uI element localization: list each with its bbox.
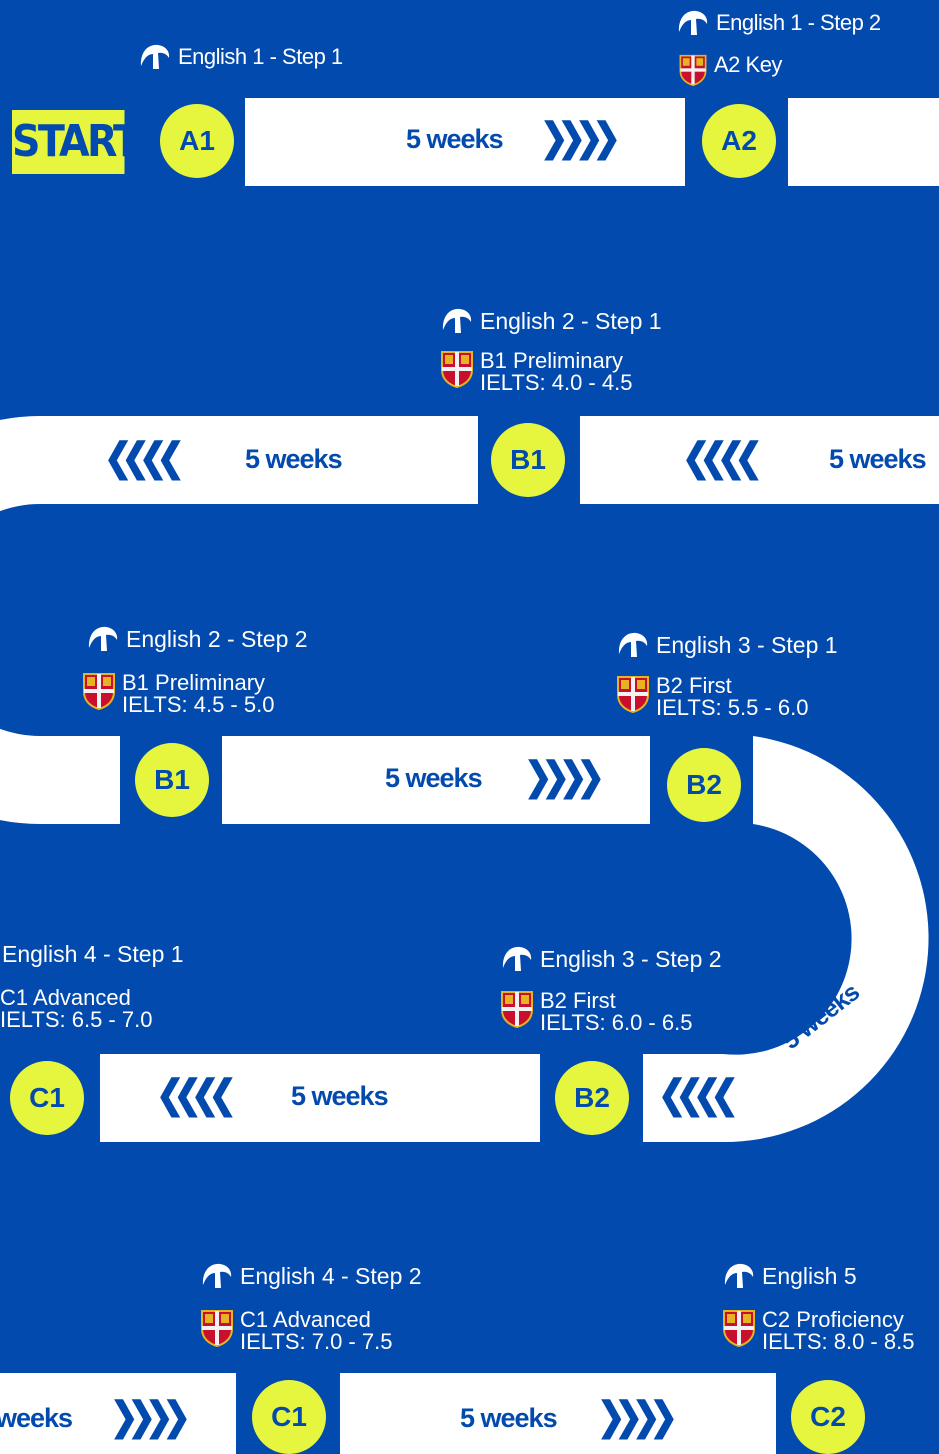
arrows-right-icon: ❯❯❯❯: [524, 755, 605, 799]
course-label: English 4 - Step 1: [2, 941, 184, 968]
course-logo-icon: [442, 308, 472, 333]
duration-label: 5 weeks: [829, 444, 927, 474]
arrows-left-icon: ❮❮❮❮: [682, 436, 763, 480]
start-label: START: [12, 110, 140, 174]
course-label: English 4 - Step 2: [200, 1261, 422, 1291]
ielts-range: IELTS: 4.0 - 4.5: [480, 370, 633, 395]
course-logo-icon: [502, 946, 532, 971]
course-logo-icon: [140, 44, 170, 69]
arrows-left-icon: ❮❮❮❮: [156, 1073, 237, 1117]
ielts-range: IELTS: 7.0 - 7.5: [240, 1329, 393, 1354]
level-badge-c2: C2: [791, 1380, 865, 1454]
arrows-left-icon: ❮❮❮❮: [658, 1073, 739, 1117]
cambridge-shield-icon: [617, 676, 649, 713]
cambridge-shield-icon: [201, 1310, 233, 1347]
duration-label-partial: weeks: [0, 1403, 73, 1433]
exam-label: A2 Key: [678, 54, 782, 86]
ielts-range: IELTS: 4.5 - 5.0: [122, 692, 275, 717]
course-logo-icon: [202, 1263, 232, 1288]
duration-label: 5 weeks: [245, 444, 343, 474]
exam-name: B1 Preliminary: [480, 348, 624, 373]
exam-name: B2 First: [656, 673, 732, 698]
duration-label: 5 weeks: [460, 1403, 558, 1433]
course-logo-icon: [618, 632, 648, 657]
course-name: English 2 - Step 1: [480, 307, 662, 334]
cambridge-shield-icon: [501, 991, 533, 1028]
level-badge-a1: A1: [160, 104, 234, 178]
course-name: English 5: [762, 1262, 857, 1289]
exam-name: B1 Preliminary: [122, 670, 266, 695]
level-badge-c1: C1: [10, 1061, 84, 1135]
arrows-right-icon: ❯❯❯❯: [540, 116, 621, 160]
course-name: English 2 - Step 2: [126, 625, 308, 652]
course-logo-icon: [724, 1263, 754, 1288]
ielts-range: IELTS: 8.0 - 8.5: [762, 1329, 915, 1354]
cambridge-shield-icon: [679, 54, 707, 86]
arrows-right-icon: ❯❯❯❯: [597, 1395, 678, 1439]
cambridge-shield-icon: [441, 351, 473, 388]
course-logo-icon: [678, 10, 708, 35]
level-badge-a2: A2: [702, 104, 776, 178]
exam-name: C1 Advanced: [240, 1307, 371, 1332]
exam-name: C1 Advanced: [0, 985, 131, 1010]
course-label: English 3 - Step 1: [616, 630, 838, 660]
duration-label: 5 weeks: [406, 124, 504, 154]
level-badge-b1: B1: [491, 423, 565, 497]
course-label: English 3 - Step 2: [500, 944, 722, 974]
ielts-range: IELTS: 6.5 - 7.0: [0, 1007, 153, 1032]
course-name: English 3 - Step 2: [540, 945, 722, 972]
course-name: English 3 - Step 1: [656, 631, 838, 658]
course-name: English 4 - Step 2: [240, 1262, 422, 1289]
duration-label: 5 weeks: [385, 763, 483, 793]
course-label: English 5: [722, 1261, 857, 1291]
exam-name: C2 Proficiency: [762, 1307, 904, 1332]
duration-label: 5 weeks: [291, 1081, 389, 1111]
course-label: English 1 - Step 2: [676, 8, 881, 38]
level-badge-b1: B1: [135, 743, 209, 817]
ielts-range: IELTS: 5.5 - 6.0: [656, 695, 809, 720]
course-logo-icon: [88, 626, 118, 651]
course-name: English 1 - Step 2: [716, 10, 881, 35]
arrows-left-icon: ❮❮❮❮: [104, 436, 185, 480]
level-badge-b2: B2: [555, 1061, 629, 1135]
course-name: English 4 - Step 1: [2, 941, 184, 967]
course-name: English 1 - Step 1: [178, 44, 343, 69]
course-label: English 2 - Step 2: [86, 624, 308, 654]
ielts-range: IELTS: 6.0 - 6.5: [540, 1010, 693, 1035]
exam-name: B2 First: [540, 988, 616, 1013]
course-label: English 1 - Step 1: [138, 42, 343, 72]
arrows-right-icon: ❯❯❯❯: [110, 1395, 191, 1439]
course-label: English 2 - Step 1: [440, 306, 662, 336]
cambridge-shield-icon: [83, 673, 115, 710]
level-badge-b2: B2: [667, 748, 741, 822]
cambridge-shield-icon: [723, 1310, 755, 1347]
exam-name: A2 Key: [714, 52, 782, 77]
level-badge-c1: C1: [252, 1380, 326, 1454]
